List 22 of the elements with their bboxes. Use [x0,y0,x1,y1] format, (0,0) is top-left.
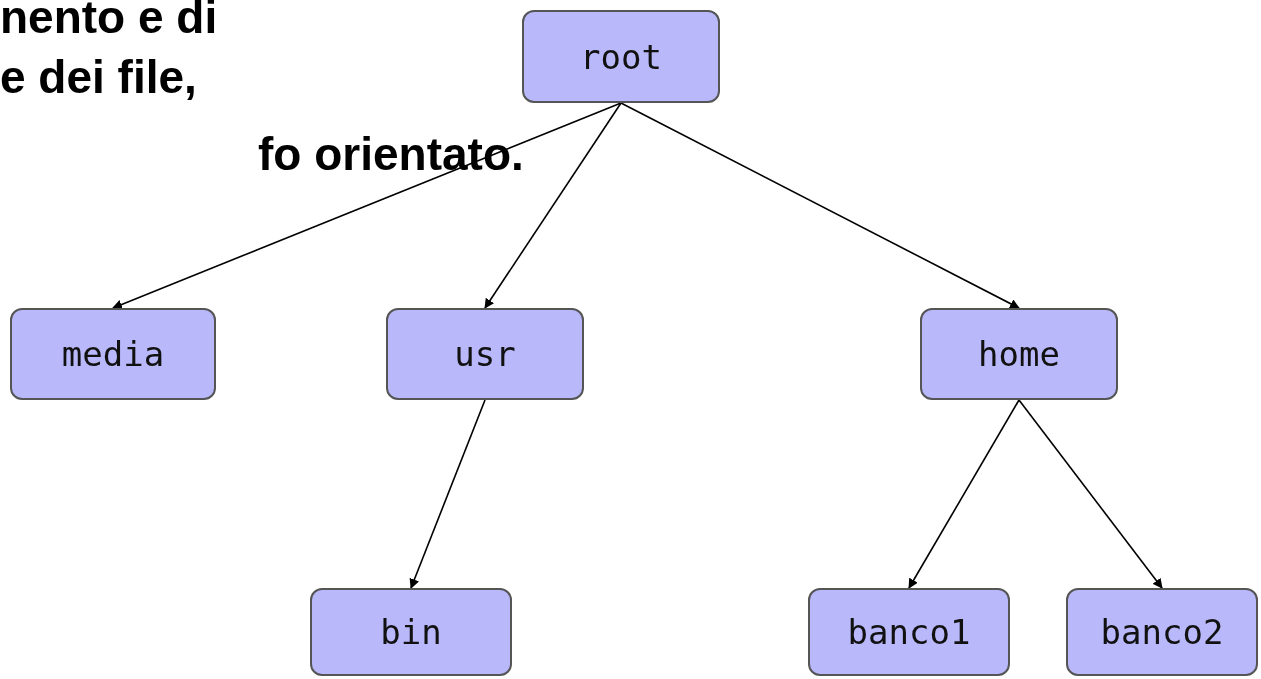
folder-box [10,308,216,400]
heading-text: nento e di [0,0,218,40]
folder-name: root [580,36,662,77]
arrow [908,399,1020,589]
folder-name: usr [454,334,516,374]
arrow [409,399,486,589]
folder-box [1066,588,1258,676]
folder-name: media [61,334,165,374]
arrow [1018,399,1163,589]
folder-box [386,308,584,400]
folder-name: banco2 [1100,612,1224,652]
folder-name: banco1 [847,612,971,652]
folder-box [808,588,1010,676]
folder-name: home [978,334,1060,374]
folder-box [920,308,1118,400]
heading-text: e dei file, [0,54,197,100]
folder-box [522,10,720,103]
folder-box [310,588,512,676]
arrow [620,102,1020,309]
folder-name: bin [380,612,442,652]
arrow [484,102,622,309]
arrow [112,102,622,310]
